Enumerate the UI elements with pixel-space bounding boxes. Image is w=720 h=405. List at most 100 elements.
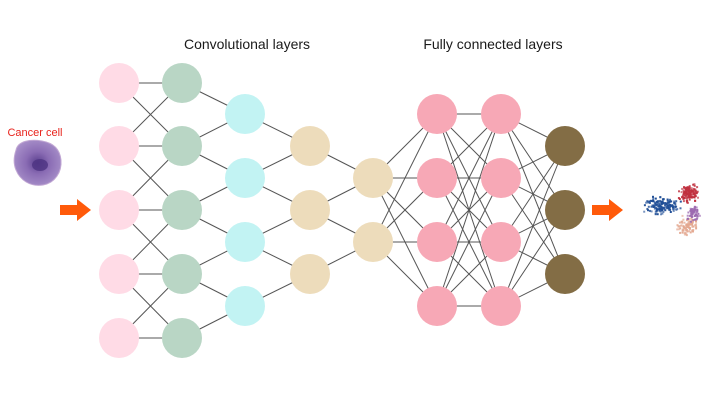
scatter-point — [679, 231, 682, 234]
scatter-point — [685, 227, 687, 230]
scatter-point — [695, 211, 697, 213]
scatter-point — [696, 215, 699, 218]
input-layer-node — [99, 126, 139, 166]
scatter-point — [669, 206, 671, 209]
scatter-point — [691, 196, 694, 199]
scatter-point — [681, 195, 684, 198]
scatter-point — [689, 190, 692, 193]
scatter-point — [687, 188, 690, 191]
scatter-point — [658, 206, 661, 209]
scatter-point — [663, 208, 666, 211]
scatter-point — [692, 190, 695, 193]
scatter-point — [690, 187, 693, 190]
scatter-point — [650, 210, 653, 213]
scatter-point — [673, 207, 676, 210]
scatter-point — [683, 190, 686, 193]
scatter-point — [688, 198, 691, 201]
scatter-point — [695, 220, 697, 222]
fc-layer-2-node — [481, 222, 521, 262]
scatter-point — [681, 214, 684, 217]
scatter-point — [646, 208, 649, 210]
scatter-point — [694, 206, 697, 209]
conv-layer-1-node — [162, 126, 202, 166]
scatter-point — [689, 220, 692, 223]
scatter-point — [665, 204, 668, 207]
scatter-point — [661, 212, 664, 215]
conv-layer-3-node — [290, 126, 330, 166]
scatter-point — [696, 210, 699, 213]
scatter-point — [654, 212, 657, 215]
scatter-point — [692, 229, 695, 231]
scatter-point — [656, 213, 659, 216]
scatter-point — [693, 208, 696, 211]
scatter-point — [685, 190, 688, 193]
scatter-point — [648, 209, 651, 212]
scatter-point — [680, 224, 683, 227]
scatter-point — [683, 186, 685, 189]
scatter-point — [682, 200, 685, 203]
conv-layer-3-node — [290, 190, 330, 230]
scatter-point — [674, 203, 677, 206]
scatter-point — [676, 228, 679, 231]
scatter-point — [688, 190, 690, 193]
output-arrow-icon — [592, 199, 623, 221]
scatter-point — [652, 199, 655, 202]
scatter-point — [692, 208, 695, 211]
scatter-point — [664, 206, 667, 209]
scatter-point — [682, 224, 685, 227]
fc-layer-2-node — [481, 94, 521, 134]
scatter-point — [664, 203, 667, 206]
scatter-point — [669, 211, 672, 213]
network-edge — [436, 113, 502, 307]
scatter-point — [654, 197, 657, 200]
scatter-point — [685, 192, 688, 195]
conv-layer-3-node — [290, 254, 330, 294]
scatter-point — [660, 200, 663, 203]
scatter-point — [688, 185, 691, 188]
conv-layer-1-node — [162, 254, 202, 294]
scatter-point — [643, 210, 646, 213]
scatter-point — [689, 192, 692, 195]
scatter-point — [685, 199, 688, 202]
scatter-point — [692, 210, 695, 213]
scatter-point — [693, 193, 696, 196]
cluster-scatter-icon — [643, 183, 701, 237]
conv-layer-4-node — [353, 222, 393, 262]
scatter-point — [684, 197, 687, 199]
scatter-point — [691, 225, 694, 228]
scatter-point — [684, 231, 687, 234]
scatter-point — [690, 195, 693, 198]
conv-layer-2-node — [225, 222, 265, 262]
scatter-point — [693, 190, 696, 192]
scatter-point — [692, 191, 695, 194]
scatter-point — [682, 194, 685, 197]
scatter-point — [696, 217, 699, 220]
scatter-point — [657, 205, 659, 207]
scatter-point — [683, 191, 686, 194]
conv-layer-1-node — [162, 190, 202, 230]
scatter-point — [681, 220, 684, 223]
scatter-point — [688, 196, 691, 199]
scatter-point — [682, 218, 685, 221]
scatter-point — [668, 201, 670, 204]
scatter-point — [694, 188, 697, 191]
network-edge — [436, 177, 502, 307]
scatter-point — [681, 222, 684, 225]
scatter-point — [654, 204, 657, 206]
scatter-point — [677, 228, 680, 231]
scatter-point — [674, 202, 677, 204]
scatter-point — [672, 209, 675, 212]
scatter-point — [659, 210, 662, 213]
scatter-point — [681, 231, 684, 234]
cancer-cell-icon — [13, 139, 62, 186]
scatter-point — [662, 198, 665, 201]
fc-layers-title: Fully connected layers — [423, 36, 562, 52]
scatter-point — [660, 213, 662, 216]
scatter-point — [669, 198, 671, 201]
scatter-point — [696, 186, 699, 189]
scatter-point — [696, 190, 699, 193]
scatter-point — [691, 224, 694, 227]
scatter-point — [692, 225, 695, 228]
scatter-point — [679, 207, 682, 210]
